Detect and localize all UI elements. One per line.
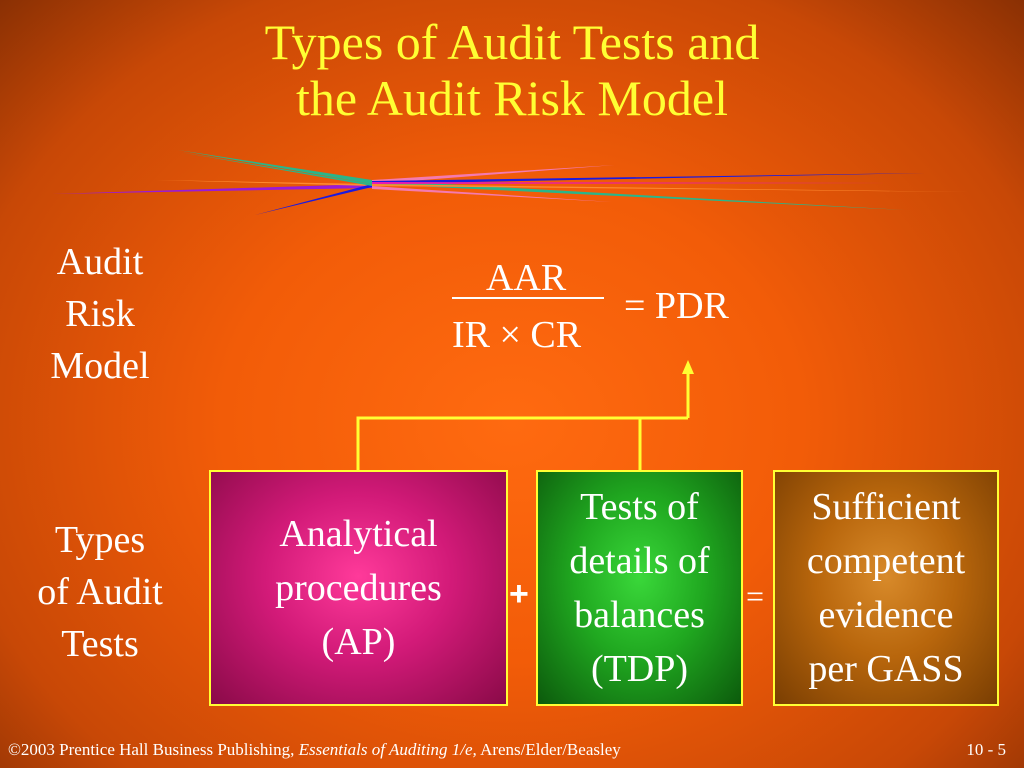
tests-of-details-box: Tests of details of balances (TDP): [536, 470, 743, 706]
evidence-line-4: per GASS: [808, 648, 964, 690]
title-line-1: Types of Audit Tests and: [264, 14, 760, 70]
evidence-line-1: Sufficient: [811, 486, 961, 528]
audit-risk-model-label: Audit Risk Model: [0, 236, 200, 392]
streak-pink-upper: [372, 165, 615, 184]
evidence-line-2: competent: [806, 540, 966, 582]
analytical-procedures-box: Analytical procedures (AP): [209, 470, 508, 706]
streak-blue-left: [255, 184, 372, 215]
ap-line-3: (AP): [321, 621, 396, 663]
tdp-line-2: details of: [569, 540, 710, 582]
formula-denominator: IR × CR: [452, 314, 582, 356]
evidence-line-3: evidence: [818, 594, 954, 636]
footer-book-title: Essentials of Auditing 1/e,: [298, 740, 477, 759]
slide-footer: ©2003 Prentice Hall Business Publishing,…: [0, 732, 1024, 768]
risk-model-line-2: Risk: [65, 293, 135, 335]
ap-line-2: procedures: [275, 567, 442, 609]
streak-magenta-right: [372, 182, 915, 184]
sufficient-evidence-box: Sufficient competent evidence per GASS: [773, 470, 999, 706]
test-types-line-3: Tests: [61, 623, 139, 665]
tdp-line-1: Tests of: [580, 486, 699, 528]
equals-operator: =: [746, 578, 765, 614]
formula-result: = PDR: [624, 285, 729, 327]
tdp-line-4: (TDP): [590, 648, 689, 690]
formula-numerator: AAR: [486, 257, 567, 299]
test-types-line-2: of Audit: [37, 571, 163, 613]
connector-path: [356, 416, 642, 470]
streak-pink-lower: [372, 186, 612, 202]
streak-orange-right: [372, 184, 970, 192]
arrowhead: [682, 360, 694, 374]
streak-purple-left: [52, 184, 372, 194]
plus-operator: +: [509, 575, 529, 613]
test-types-line-1: Types: [54, 519, 146, 561]
slide-number: 10 - 5: [966, 740, 1006, 759]
risk-model-line-1: Audit: [56, 241, 144, 283]
fraction-bar: [452, 297, 604, 299]
streak-teal-left: [180, 152, 372, 186]
footer-copyright: ©2003 Prentice Hall Business Publishing,: [8, 740, 299, 759]
streak-orange-left: [155, 180, 372, 186]
types-of-audit-tests-label: Types of Audit Tests: [0, 514, 200, 670]
footer-authors: Arens/Elder/Beasley: [476, 740, 621, 759]
footer-citation: ©2003 Prentice Hall Business Publishing,…: [8, 732, 621, 768]
title-line-2: the Audit Risk Model: [296, 70, 728, 126]
ap-line-1: Analytical: [279, 513, 438, 555]
tdp-line-3: balances: [574, 594, 705, 636]
streak-blue-right: [372, 173, 925, 184]
risk-model-line-3: Model: [50, 345, 150, 387]
slide-title: Types of Audit Tests and the Audit Risk …: [0, 14, 1024, 126]
